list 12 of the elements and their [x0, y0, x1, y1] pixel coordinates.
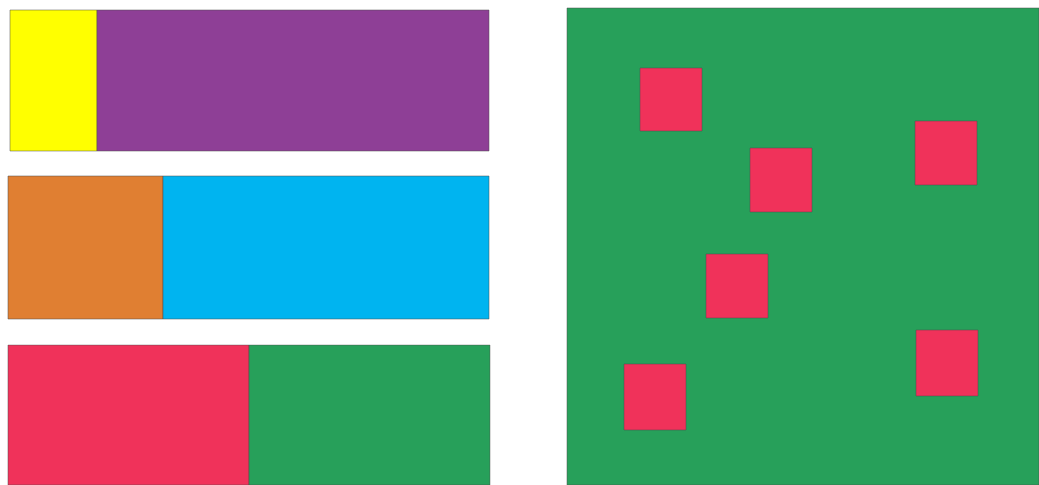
- color-block: [749, 147, 813, 213]
- color-block: [623, 363, 687, 431]
- color-block: [7, 175, 164, 320]
- color-block: [162, 175, 490, 320]
- color-block: [915, 329, 979, 397]
- color-block: [248, 344, 491, 485]
- color-block: [705, 253, 769, 319]
- color-block: [7, 344, 250, 485]
- color-block: [96, 9, 490, 152]
- color-block: [914, 120, 978, 186]
- color-block: [9, 9, 98, 152]
- color-block: [639, 67, 703, 132]
